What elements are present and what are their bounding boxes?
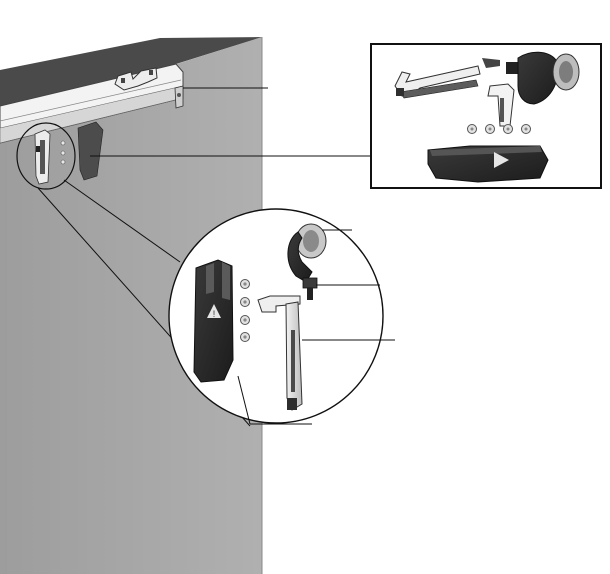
inset-roller-wheel <box>506 51 580 105</box>
leader-line-arm-curve <box>237 375 251 425</box>
inset-overlap-arm <box>427 145 549 183</box>
glider-bracket-large <box>257 295 303 411</box>
end-stop <box>174 85 184 109</box>
roller-wheel-large <box>287 223 327 300</box>
rail-mounting-clip <box>114 67 158 91</box>
rail-runner-small <box>34 129 51 185</box>
inset-washers <box>467 124 531 134</box>
svg-text:!: ! <box>213 309 216 319</box>
warning-triangle-icon: ! <box>207 304 221 319</box>
overlap-arm-on-rail <box>77 121 104 181</box>
washers-small <box>60 140 66 165</box>
detail-circle-small <box>16 122 76 190</box>
overlap-arm-large <box>193 259 234 383</box>
magnify-line-upper <box>63 179 181 263</box>
inset-warning-triangle-icon <box>494 152 509 168</box>
inset-bracket-arm <box>394 58 500 99</box>
washers-large <box>240 279 250 342</box>
